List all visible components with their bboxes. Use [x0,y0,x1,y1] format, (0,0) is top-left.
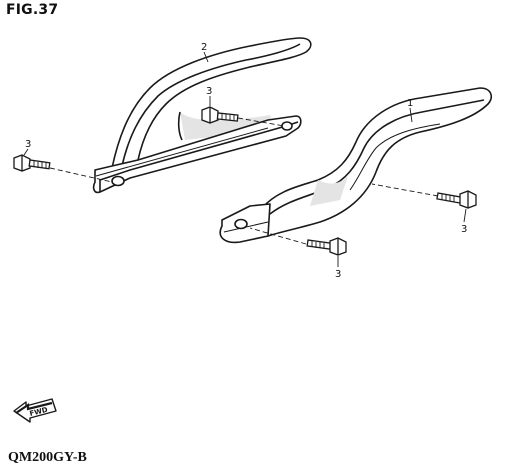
model-code: QM200GY-B [8,450,87,465]
leader-lines [23,51,467,267]
callout-bolt-center: 3 [206,86,212,97]
bolt-right [436,190,477,209]
callout-bolt-left: 3 [25,139,31,150]
figure-title: FIG.37 [6,2,59,18]
bolt-center [201,106,239,124]
part-1-bracket [219,87,493,244]
callout-part-2: 2 [201,42,207,53]
forward-arrow-icon: FWD [13,398,57,423]
callout-part-1: 1 [407,98,413,109]
callout-bolt-bottom: 3 [335,269,341,280]
callout-bolt-right: 3 [461,224,467,235]
part-2-bracket [92,37,312,194]
bolt-bottom [306,237,347,256]
bolt-left [13,154,51,172]
assembly-center-lines [49,117,439,245]
